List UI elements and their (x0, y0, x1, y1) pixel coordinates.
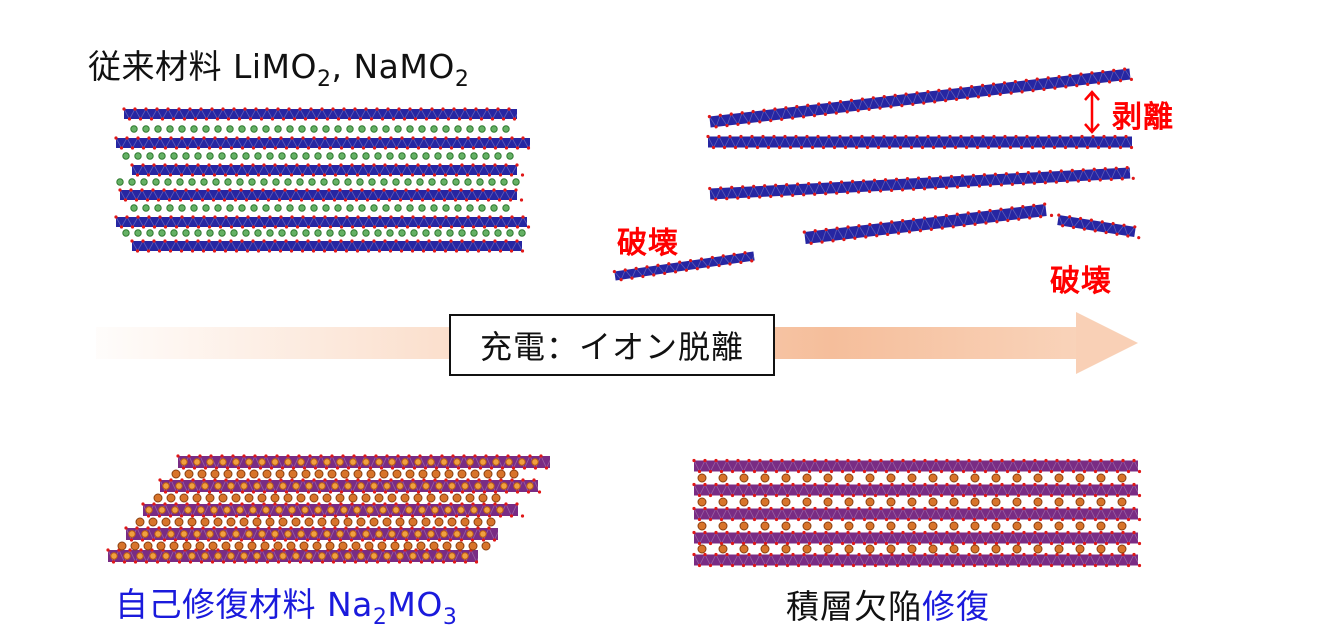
conventional-layered-structure (114, 107, 535, 253)
formula-namo2: NaMO2 (353, 47, 470, 92)
sodium-ion-row (697, 473, 1127, 483)
sodium-ion-row (153, 493, 501, 503)
alkali-ion-row (130, 125, 510, 133)
exfoliated-layers-diagram (612, 67, 1147, 282)
metal-oxide-layer (692, 530, 1146, 546)
alkali-ion-row (130, 204, 510, 212)
transition-metal-oxide-layer (114, 215, 535, 229)
na-in-layer-row (180, 458, 539, 466)
transition-metal-oxide-layer (118, 188, 528, 202)
repaired-stacking-structure (692, 458, 1146, 568)
sodium-ion-row (697, 544, 1127, 554)
exfoliation-double-arrow-icon (1084, 90, 1100, 134)
broken-layer-fragment (612, 251, 757, 282)
conventional-material-title: 従来材料 LiMO2, NaMO2 (88, 47, 470, 92)
formula-na2mo3: Na2MO3 (327, 585, 458, 630)
metal-oxide-layer (692, 482, 1146, 498)
transition-metal-oxide-layer (122, 107, 521, 121)
exfoliation-label: 剥離 (1112, 100, 1174, 135)
metal-oxide-layer (692, 506, 1146, 522)
repair-text: 修復 (922, 587, 990, 626)
na-in-layer-row (110, 552, 469, 560)
alkali-ion-row (116, 178, 520, 186)
sodium-ion-row (135, 517, 496, 527)
self-healing-material-title: 自己修復材料 Na2MO3 (115, 585, 458, 630)
sodium-ion-row (697, 497, 1127, 507)
destruction-label-right: 破壊 (1050, 264, 1112, 299)
destruction-label-left: 破壊 (617, 226, 679, 261)
stacking-fault-text: 積層欠陥 (786, 587, 922, 626)
sodium-ion-row (697, 521, 1127, 531)
metal-oxide-layer (692, 458, 1146, 474)
sodium-ion-row (117, 541, 491, 551)
metal-oxide-layer (692, 552, 1146, 568)
conventional-material-label: 従来材料 (88, 47, 233, 86)
na-in-layer-row (128, 530, 487, 538)
exfoliated-layer (707, 67, 1136, 129)
alkali-ion-row (122, 152, 514, 160)
broken-layer-fragment (1057, 213, 1147, 240)
charge-ion-extraction-label: 充電：イオン脱離 (449, 314, 775, 376)
broken-layer-fragment (802, 202, 1056, 245)
stacking-fault-repair-label: 積層欠陥修復 (786, 580, 990, 628)
transition-metal-oxide-layer (130, 163, 529, 177)
alkali-ion-row (122, 229, 526, 237)
transition-metal-oxide-layer (130, 239, 529, 253)
process-arrow-head-icon (1076, 312, 1138, 374)
transition-metal-oxide-layer (114, 136, 535, 150)
sodium-ion-row (171, 469, 519, 479)
exfoliated-layer (708, 166, 1139, 201)
formula-limo2: LiMO2 (233, 47, 332, 92)
na-in-layer-row (162, 482, 534, 490)
self-healing-structure (106, 454, 553, 564)
na-in-layer-row (145, 506, 504, 514)
exfoliated-layer (706, 134, 1138, 150)
